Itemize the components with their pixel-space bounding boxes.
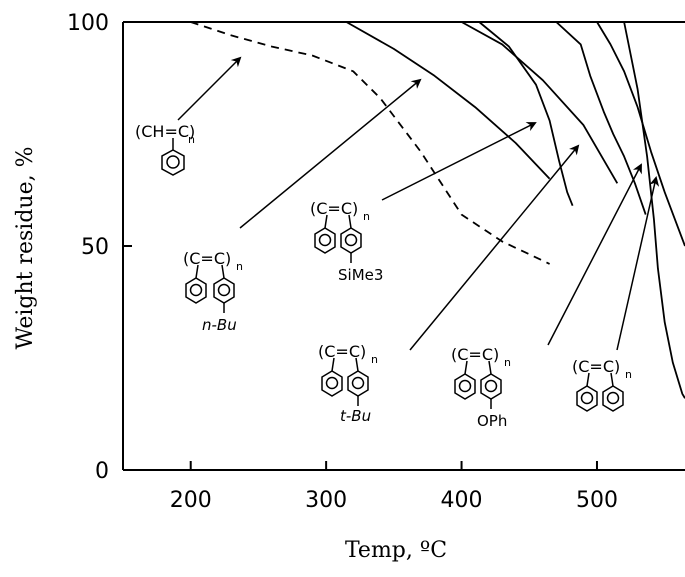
structure-2-substituent: n-Bu	[202, 316, 237, 334]
x-tick-label-3: 500	[576, 488, 618, 513]
series-line-6	[596, 21, 685, 247]
structure-5-substituent: OPh	[477, 412, 507, 430]
y-tick-label-1: 50	[81, 235, 109, 260]
structure-4-formula: (C=C)	[318, 342, 366, 361]
structure-4-bond-b	[355, 357, 359, 372]
structure-4-substituent: t-Bu	[340, 407, 371, 425]
structure-3-subscript: n	[363, 210, 370, 223]
structure-5-subscript: n	[504, 356, 511, 369]
structure-5-ring-a	[454, 373, 476, 400]
structure-3-ring-a	[314, 227, 336, 254]
structure-6-subscript: n	[625, 368, 632, 381]
structure-2-ring-a-inner	[189, 283, 203, 297]
y-tick-label-2: 100	[67, 11, 109, 36]
structure-1-subscript: n	[188, 133, 195, 146]
structure-4-ring-a-inner	[325, 376, 339, 390]
y-tick-label-0: 0	[95, 459, 109, 484]
structure-5-ring-b-inner	[484, 379, 498, 393]
structure-5-formula: (C=C)	[451, 345, 499, 364]
structure-5-ring-b	[480, 373, 502, 400]
structure-3-substituent: SiMe3	[338, 266, 383, 284]
structure-4-ring-b	[347, 370, 369, 397]
x-tick-label-1: 300	[305, 488, 347, 513]
structure-6-bond-b	[610, 372, 614, 387]
structure-1-formula: (CH=C)	[135, 122, 195, 141]
series-line-7	[623, 21, 685, 399]
structure-2: (C=C) n n-Bu	[183, 249, 243, 334]
structure-4-bond-a	[331, 357, 335, 372]
structure-4: (C=C) n t-Bu	[318, 342, 378, 425]
arrow-2	[239, 78, 422, 229]
structure-6: (C=C) n	[572, 357, 632, 412]
structure-4-ring-b-inner	[351, 376, 365, 390]
structure-3-bond-b	[348, 214, 352, 229]
series-layer	[190, 21, 685, 399]
structure-3-bond-a	[324, 214, 328, 229]
structures: (CH=C) n (C=C) n n-Bu (C=C) n	[135, 122, 632, 430]
structure-6-bond-a	[586, 372, 590, 387]
series-line-5	[515, 21, 647, 215]
x-tick-label-0: 200	[170, 488, 212, 513]
structure-3-ring-a-inner	[318, 233, 332, 247]
structure-1-ring	[161, 149, 185, 176]
x-tick-label-2: 400	[441, 488, 483, 513]
structure-6-ring-a-inner	[580, 391, 594, 405]
structure-1-ring-inner	[166, 155, 180, 169]
structure-3-ring-b	[340, 227, 362, 254]
arrow-3	[381, 122, 537, 201]
structure-3-formula: (C=C)	[310, 199, 358, 218]
arrow-4	[409, 144, 580, 351]
series-line-1	[190, 21, 550, 265]
series-line-4	[478, 21, 574, 207]
series-line-3	[461, 21, 619, 184]
arrow-5	[547, 163, 642, 346]
structure-2-ring-b	[213, 277, 235, 304]
structure-2-bond-a	[195, 264, 199, 279]
y-axis-title: Weight residue, %	[13, 147, 38, 350]
structure-4-ring-a	[321, 370, 343, 397]
axes: 200 300 400 500 0 50 100	[67, 11, 685, 513]
structure-5-bond-b	[488, 360, 492, 375]
structure-3-ring-b-inner	[344, 233, 358, 247]
structure-2-ring-b-inner	[217, 283, 231, 297]
structure-2-subscript: n	[236, 260, 243, 273]
structure-6-ring-b-inner	[606, 391, 620, 405]
structure-5-bond-a	[464, 360, 468, 375]
arrow-6	[616, 176, 660, 351]
structure-6-formula: (C=C)	[572, 357, 620, 376]
structure-4-subscript: n	[371, 353, 378, 366]
structure-5: (C=C) n OPh	[451, 345, 511, 430]
arrow-1	[177, 56, 242, 121]
structure-1: (CH=C) n	[135, 122, 195, 176]
x-axis-title: Temp, ºC	[345, 538, 447, 563]
structure-6-ring-a	[576, 385, 598, 412]
structure-3: (C=C) n SiMe3	[310, 199, 383, 284]
structure-2-ring-a	[185, 277, 207, 304]
arrows	[177, 56, 660, 351]
series-line-2	[345, 21, 551, 180]
structure-2-formula: (C=C)	[183, 249, 231, 268]
structure-2-bond-b	[221, 264, 225, 279]
structure-5-ring-a-inner	[458, 379, 472, 393]
structure-6-ring-b	[602, 385, 624, 412]
